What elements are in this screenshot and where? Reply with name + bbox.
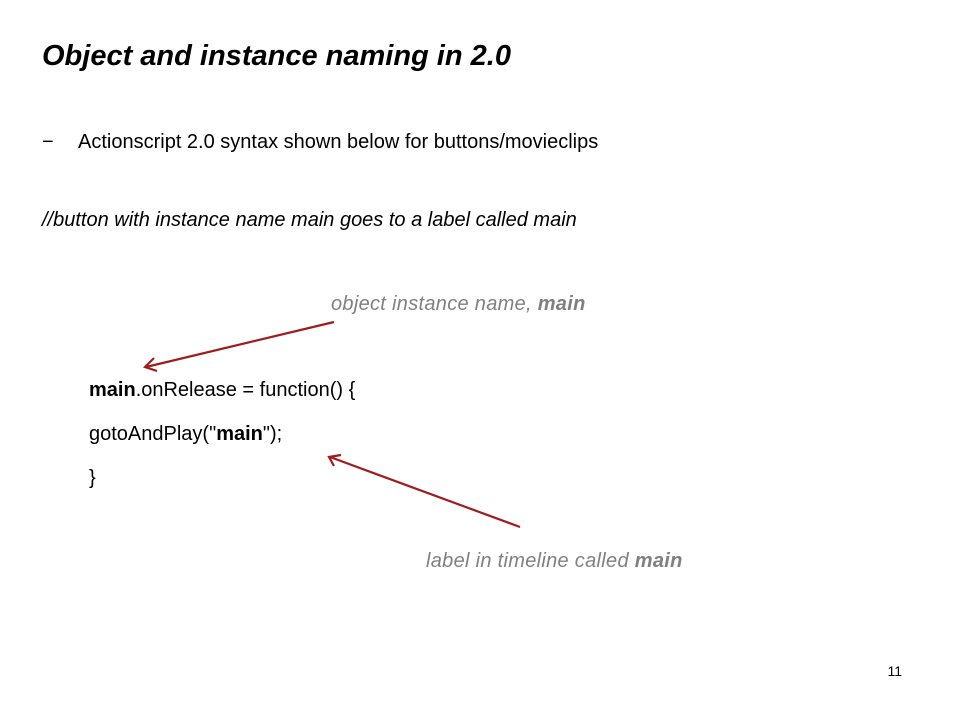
code-line-2-post: ");: [262, 423, 283, 445]
annotation-instance-prefix: object instance name,: [331, 293, 538, 315]
code-line-1-rest: .onRelease = function() {: [135, 379, 356, 401]
bullet-marker: −: [42, 131, 54, 153]
code-line-2: gotoAndPlay("main");: [89, 423, 282, 446]
annotation-instance-emphasis: main: [537, 293, 586, 315]
slide-title: Object and instance naming in 2.0: [42, 40, 511, 72]
annotation-instance-name: object instance name, main: [331, 293, 586, 316]
annotation-label-prefix: label in timeline called: [426, 550, 635, 572]
arrow-to-timeline-label: [327, 453, 521, 529]
code-line-2-bold: main: [216, 423, 263, 445]
annotation-label-emphasis: main: [634, 550, 683, 572]
code-line-2-pre: gotoAndPlay(": [89, 423, 217, 445]
bullet-item: − Actionscript 2.0 syntax shown below fo…: [42, 131, 598, 154]
bullet-text: Actionscript 2.0 syntax shown below for …: [78, 131, 599, 153]
code-line-1: main.onRelease = function() {: [89, 379, 355, 402]
code-comment: //button with instance name main goes to…: [42, 209, 577, 231]
code-line-3: }: [89, 467, 96, 489]
arrow-to-instance-name: [142, 320, 335, 373]
code-line-1-bold: main: [89, 379, 136, 401]
annotation-timeline-label: label in timeline called main: [426, 550, 683, 573]
page-number: 11: [887, 663, 902, 679]
